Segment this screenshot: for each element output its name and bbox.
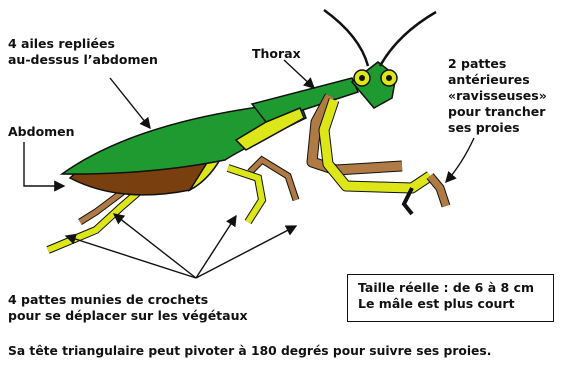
label-abdomen: Abdomen	[8, 124, 75, 140]
antenna-left	[324, 10, 368, 66]
caption: Sa tête triangulaire peut pivoter à 180 …	[8, 343, 491, 359]
size-line-2: Le mâle est plus court	[358, 296, 543, 312]
arrow-abdomen	[24, 142, 64, 186]
arrow-legs-3	[196, 216, 236, 278]
arrow-front-legs	[446, 138, 474, 182]
label-hind-legs: 4 pattes munies de crochets pour se dépl…	[8, 292, 248, 324]
arrow-wings	[110, 78, 150, 128]
label-front-legs: 2 pattes antérieures «ravisseuses» pour …	[448, 56, 547, 136]
size-line-1: Taille réelle : de 6 à 8 cm	[358, 280, 543, 296]
label-thorax: Thorax	[252, 46, 301, 62]
label-wings: 4 ailes repliées au-dessus l’abdomen	[8, 36, 158, 68]
arrow-legs-2	[114, 214, 196, 278]
arrow-thorax	[284, 60, 314, 88]
antenna-right	[380, 12, 436, 66]
arrow-legs-4	[196, 226, 296, 278]
size-info-box: Taille réelle : de 6 à 8 cm Le mâle est …	[347, 274, 554, 322]
arrow-legs-1	[66, 236, 196, 278]
